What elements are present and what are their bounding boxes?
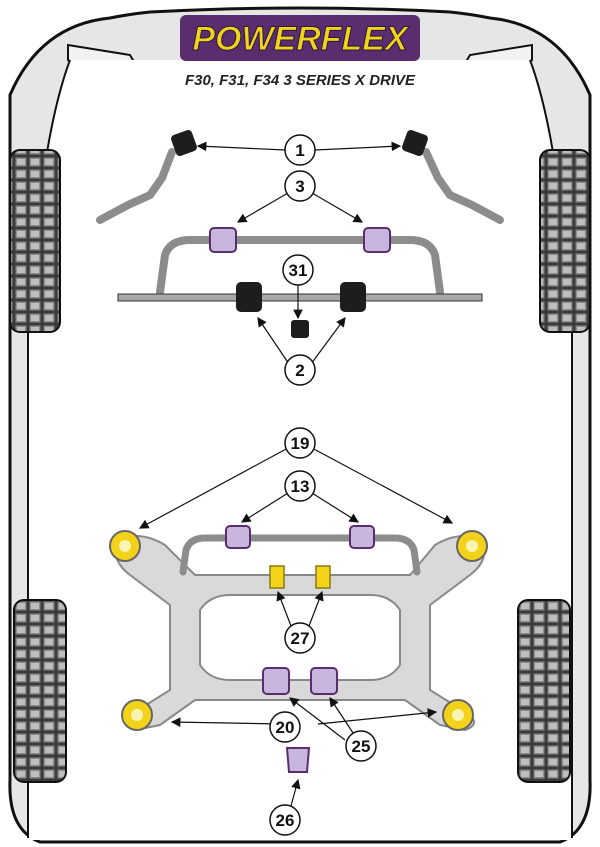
bush-1-right — [402, 130, 428, 156]
tyre-front-right — [539, 149, 591, 333]
bush-13-left — [225, 525, 251, 549]
bush-2-right — [340, 282, 366, 312]
bush-25-left — [262, 667, 290, 695]
callout-26: 26 — [269, 804, 301, 836]
callout-13: 13 — [284, 470, 316, 502]
bush-25-right — [310, 667, 338, 695]
front-subframe-bar — [117, 293, 483, 302]
front-arm-left — [96, 148, 176, 224]
svg-text:19: 19 — [291, 434, 310, 453]
callout-31: 31 — [282, 254, 314, 286]
callout-27: 27 — [284, 622, 316, 654]
callout-19: 19 — [284, 427, 316, 459]
bush-3-right — [363, 227, 391, 253]
front-arm-right — [422, 148, 504, 224]
tyre-rear-left — [13, 599, 67, 783]
model-subtitle: F30, F31, F34 3 SERIES X DRIVE — [185, 72, 416, 89]
tyre-front-left — [9, 149, 61, 333]
svg-text:13: 13 — [291, 477, 310, 496]
bush-27-right — [315, 565, 331, 589]
front-anti-roll-bar — [156, 236, 444, 296]
leader-lines — [138, 141, 454, 807]
tyre-rear-right — [517, 599, 571, 783]
powerflex-logo: POWERFLEX — [180, 15, 420, 61]
bush-27-left — [269, 565, 285, 589]
callout-2: 2 — [284, 354, 316, 386]
svg-text:27: 27 — [291, 629, 310, 648]
svg-text:31: 31 — [289, 261, 308, 280]
bush-26 — [285, 747, 311, 773]
svg-text:1: 1 — [295, 141, 304, 160]
svg-text:3: 3 — [295, 177, 304, 196]
bush-2-left — [236, 282, 262, 312]
bush-1-left — [171, 130, 197, 156]
svg-text:POWERFLEX: POWERFLEX — [192, 20, 410, 58]
bush-31 — [291, 320, 309, 338]
bush-13-right — [349, 525, 375, 549]
callout-25: 25 — [345, 730, 377, 762]
svg-text:2: 2 — [295, 361, 304, 380]
rear-anti-roll-bar — [179, 534, 421, 576]
svg-text:25: 25 — [352, 737, 371, 756]
callout-20: 20 — [269, 711, 301, 743]
bush-3-left — [209, 227, 237, 253]
callout-1: 1 — [284, 134, 316, 166]
svg-text:26: 26 — [276, 811, 295, 830]
callout-3: 3 — [284, 170, 316, 202]
svg-text:20: 20 — [276, 718, 295, 737]
